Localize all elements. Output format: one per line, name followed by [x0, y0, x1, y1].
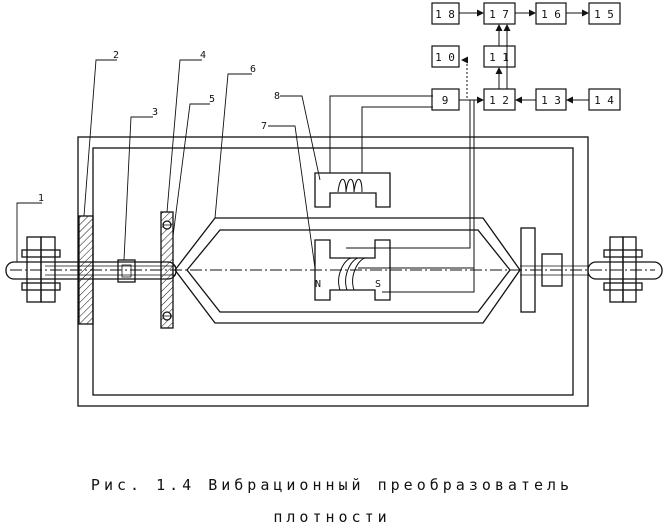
right-support	[520, 227, 563, 313]
pole-south: S	[375, 279, 381, 290]
figure-caption-line1: Рис. 1.4 Вибрационный преобразователь	[90, 476, 574, 494]
wiring	[329, 60, 475, 293]
block-12-label: 1 2	[489, 94, 509, 107]
block-17-label: 1 7	[489, 8, 509, 21]
block-9-label: 9	[442, 94, 449, 107]
callout-leaders	[16, 59, 321, 269]
pole-north: N	[315, 279, 321, 290]
figure-caption-line2: плотности	[273, 508, 391, 526]
callout-8: 8	[274, 91, 280, 102]
callout-4: 4	[200, 50, 206, 61]
block-11-label: 1 1	[489, 51, 509, 64]
callout-3: 3	[152, 107, 158, 118]
block-14-label: 1 4	[594, 94, 614, 107]
block-13-label: 1 3	[541, 94, 561, 107]
block-18-label: 1 8	[435, 8, 455, 21]
sleeve	[117, 259, 136, 283]
left-flange	[21, 236, 61, 303]
block-arrows	[459, 9, 589, 104]
callout-1: 1	[38, 193, 44, 204]
excitation-coil	[314, 172, 391, 208]
callout-7: 7	[261, 121, 267, 132]
block-15-label: 1 5	[594, 8, 614, 21]
callout-6: 6	[250, 64, 256, 75]
right-pipe	[520, 236, 663, 303]
callout-5: 5	[209, 94, 215, 105]
block-10-label: 1 0	[435, 51, 455, 64]
callout-2: 2	[113, 50, 119, 61]
block-frames	[431, 2, 621, 111]
diaphragm-flange	[160, 211, 174, 329]
housing-frame	[77, 136, 589, 407]
pickup-coil	[314, 239, 391, 301]
wall-support-hatched	[78, 215, 94, 325]
block-16-label: 1 6	[541, 8, 561, 21]
